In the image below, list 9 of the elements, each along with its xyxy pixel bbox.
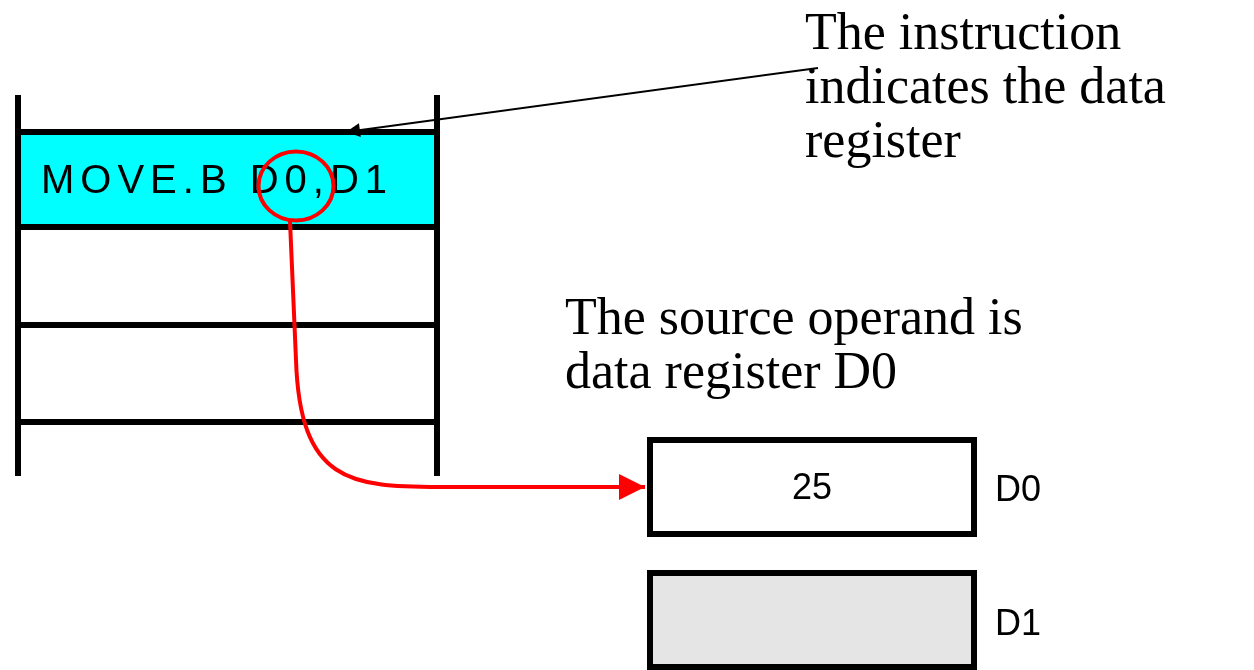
note-text: The source operand is data register D0 bbox=[565, 290, 1024, 398]
register-box bbox=[647, 437, 977, 537]
register-box bbox=[647, 570, 977, 670]
memory-row bbox=[21, 129, 434, 230]
note-text: The instruction indicates the data register bbox=[805, 5, 1250, 167]
arrow bbox=[288, 220, 645, 500]
register-value: 25 bbox=[791, 466, 832, 508]
register-name: D0 bbox=[995, 468, 1042, 510]
register-name: D1 bbox=[995, 602, 1042, 644]
